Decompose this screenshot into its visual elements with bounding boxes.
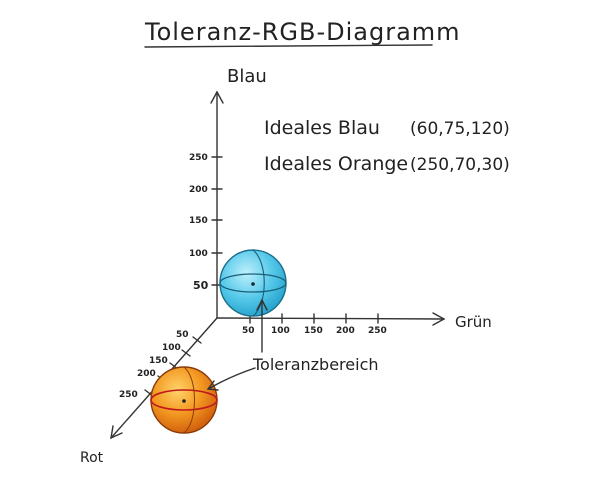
red-axis-ticks: 50 100 150 200 250 xyxy=(119,330,202,400)
green-axis-ticks: 50 100 150 200 250 xyxy=(242,313,387,336)
diagram-title: Toleranz-RGB-Diagramm xyxy=(144,18,461,46)
ideal-orange-value: (250,70,30) xyxy=(410,155,510,175)
red-tick-label: 200 xyxy=(137,369,156,379)
blue-tick-label: 150 xyxy=(189,216,208,226)
tolerance-area-label: Toleranzbereich xyxy=(252,355,379,374)
red-tick-label: 150 xyxy=(149,356,168,366)
annotation-arrowhead-orange-icon xyxy=(206,380,219,391)
blue-axis-label: Blau xyxy=(227,66,267,87)
blue-axis-arrow-icon xyxy=(210,90,224,104)
red-tick-label: 50 xyxy=(176,330,189,340)
ideal-orange-label: Ideales Orange xyxy=(264,153,408,175)
green-tick-label: 50 xyxy=(242,326,255,336)
red-tick-label: 100 xyxy=(162,343,181,353)
blue-axis-ticks: 250 200 150 100 50 xyxy=(189,153,223,292)
blue-tolerance-sphere xyxy=(219,249,287,317)
blue-tick-label: 50 xyxy=(193,279,209,292)
annotation-arrowhead-blue-icon xyxy=(256,298,268,311)
green-axis-line xyxy=(216,317,445,320)
red-tick-label: 250 xyxy=(119,390,138,400)
blue-tick-label: 200 xyxy=(189,185,208,195)
ideal-blue-value: (60,75,120) xyxy=(410,119,510,139)
green-tick-label: 100 xyxy=(271,326,290,336)
title-underline xyxy=(144,44,433,48)
green-axis-label: Grün xyxy=(455,313,492,331)
blue-tick-label: 100 xyxy=(189,249,208,259)
green-tick-label: 250 xyxy=(368,326,387,336)
red-axis-label: Rot xyxy=(80,450,104,466)
blue-tick-label: 250 xyxy=(189,153,208,163)
green-axis-arrow-icon xyxy=(432,312,446,326)
green-tick-label: 200 xyxy=(336,326,355,336)
ideal-blue-label: Ideales Blau xyxy=(264,117,380,139)
annotation-arrow-orange xyxy=(209,367,256,389)
orange-tolerance-sphere xyxy=(150,366,218,434)
red-axis-arrow-icon xyxy=(110,425,123,440)
green-tick-label: 150 xyxy=(304,326,323,336)
